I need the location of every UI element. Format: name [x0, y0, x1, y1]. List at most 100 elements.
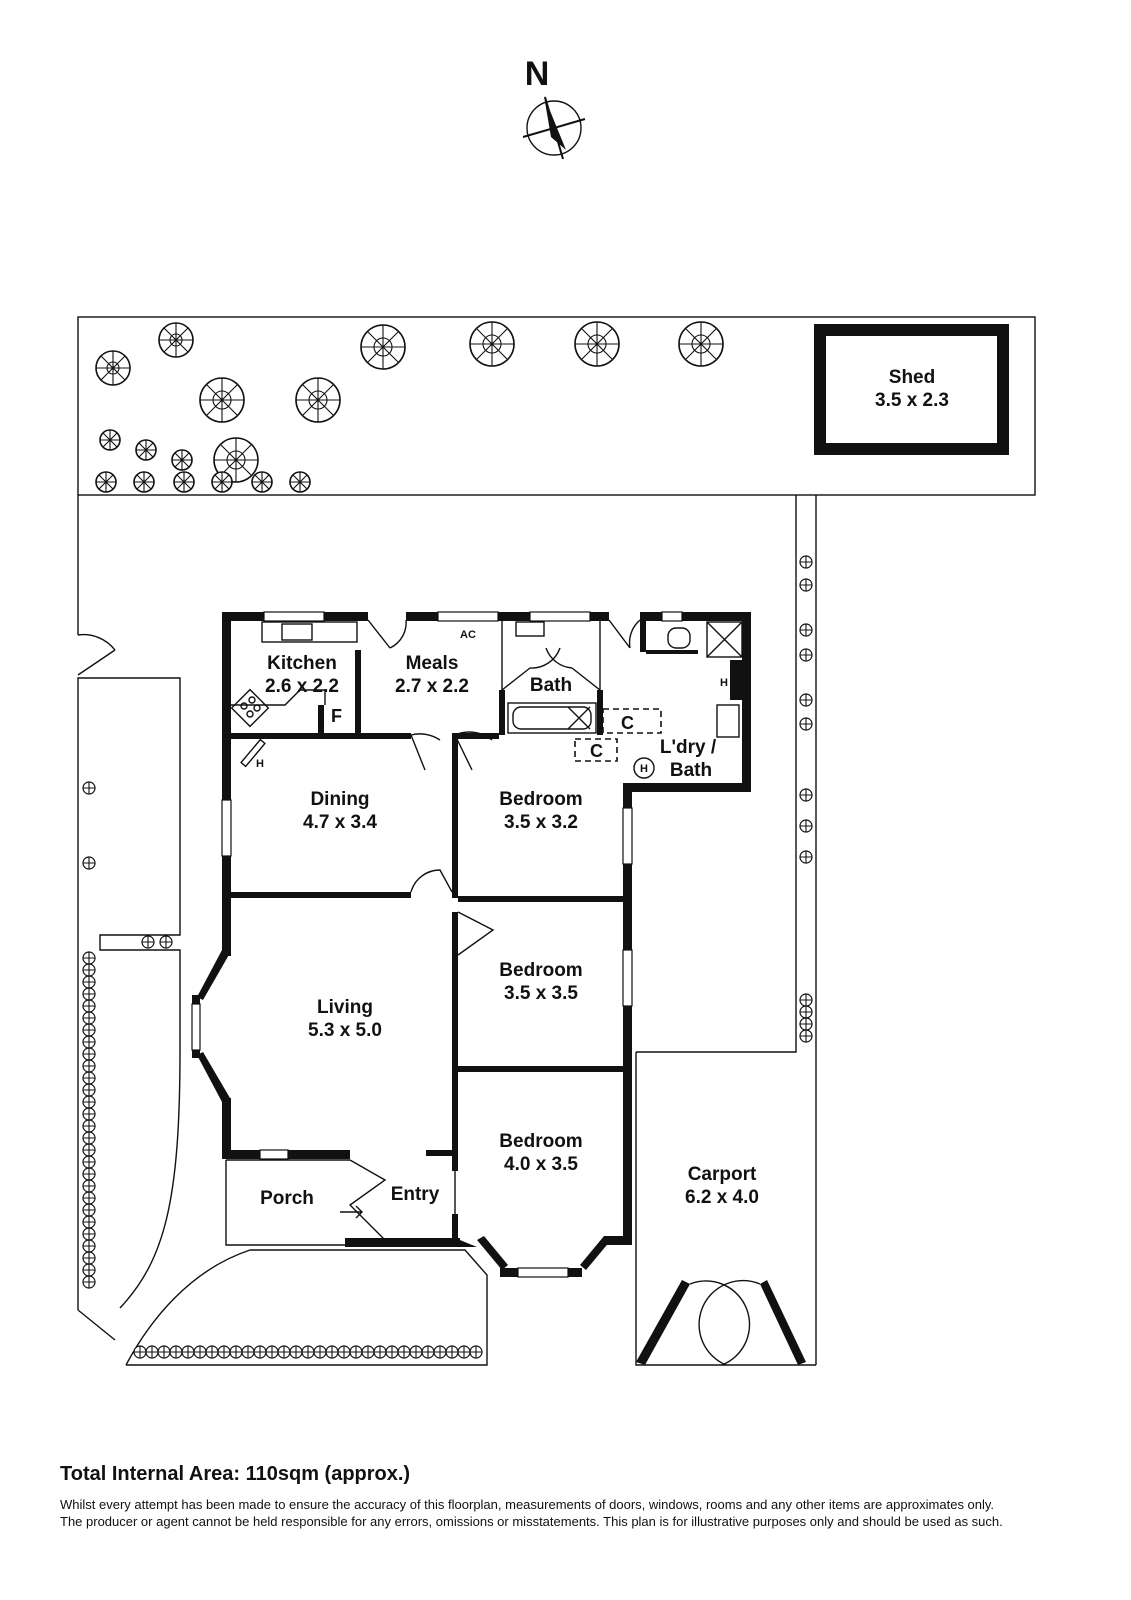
hedge-shrub	[313, 1345, 327, 1359]
compass-needle-icon	[544, 96, 566, 150]
hedge-shrub	[82, 1251, 96, 1265]
bedroom-3-name: Bedroom	[499, 1131, 582, 1152]
kitchen-name: Kitchen	[267, 653, 337, 674]
dining-name: Dining	[310, 789, 369, 810]
laundry-name-line1: L'dry /	[660, 737, 717, 758]
front-hedge	[133, 1345, 483, 1359]
shrubs	[82, 555, 813, 1043]
hedge-shrub	[82, 1095, 96, 1109]
hot-water-label: H	[640, 763, 648, 775]
bedroom-2-dims: 3.5 x 3.5	[504, 983, 578, 1004]
hedge-shrub	[82, 1035, 96, 1049]
laundry-trough-icon	[716, 704, 740, 738]
kitchen-bench	[261, 621, 358, 643]
entry-name: Entry	[391, 1184, 440, 1205]
fixtures: H F AC C C H H	[230, 621, 743, 779]
hedge-shrub	[82, 1071, 96, 1085]
north-label: N	[525, 55, 550, 93]
bedroom-2-name: Bedroom	[499, 960, 582, 981]
hedge-shrub	[421, 1345, 435, 1359]
bedroom-3-dims: 4.0 x 3.5	[504, 1154, 578, 1175]
floor-plan: N Shed 3.5 x 2.3	[77, 55, 1036, 1366]
hedge-shrub	[82, 987, 96, 1001]
hedge-shrub	[217, 1345, 231, 1359]
living-dims: 5.3 x 5.0	[308, 1020, 382, 1041]
hedge-shrub	[397, 1345, 411, 1359]
disclaimer-line-2: The producer or agent cannot be held res…	[60, 1514, 1003, 1529]
hedge-shrub	[385, 1345, 399, 1359]
left-hedge	[82, 951, 96, 1289]
meals-dims: 2.7 x 2.2	[395, 676, 469, 697]
hedge-shrub	[277, 1345, 291, 1359]
hedge-shrub	[325, 1345, 339, 1359]
hedge-shrub	[253, 1345, 267, 1359]
hedge-shrub	[301, 1345, 315, 1359]
hedge-shrub	[457, 1345, 471, 1359]
hedge-shrub	[82, 1131, 96, 1145]
hedge-shrub	[82, 975, 96, 989]
bath-cupboard	[602, 708, 662, 734]
hedge-shrub	[433, 1345, 447, 1359]
porch-name: Porch	[260, 1188, 314, 1209]
heater-icon	[240, 738, 266, 768]
hedge-shrub	[361, 1345, 375, 1359]
shed-name: Shed	[889, 367, 935, 388]
hedge-shrub	[82, 1167, 96, 1181]
hedge-shrub	[169, 1345, 183, 1359]
hedge-shrub	[337, 1345, 351, 1359]
hedge-shrub	[82, 1023, 96, 1037]
hedge-shrub	[82, 1143, 96, 1157]
hedge-shrub	[82, 1239, 96, 1253]
hedge-shrub	[82, 1227, 96, 1241]
hedge-shrub	[82, 951, 96, 965]
compass: N	[522, 55, 586, 160]
windows	[191, 611, 683, 1278]
bedroom-1-dims: 3.5 x 3.2	[504, 812, 578, 833]
hedge-shrub	[265, 1345, 279, 1359]
carport-dims: 6.2 x 4.0	[685, 1187, 759, 1208]
hedge-shrub	[289, 1345, 303, 1359]
shed-dims: 3.5 x 2.3	[875, 390, 949, 411]
compass-circle	[526, 100, 582, 156]
bedroom-1-name: Bedroom	[499, 789, 582, 810]
disclaimer: Whilst every attempt has been made to en…	[60, 1496, 1100, 1530]
hedge-shrub	[145, 1345, 159, 1359]
bathtub-icon	[507, 702, 597, 734]
cooktop-icon	[230, 688, 270, 728]
meals-name: Meals	[406, 653, 459, 674]
bath-cupboard-label: C	[621, 713, 634, 733]
hedge-shrub	[82, 1059, 96, 1073]
hedge-shrub	[157, 1345, 171, 1359]
kitchen-sink-icon	[281, 623, 313, 641]
hedge-shrub	[82, 1119, 96, 1133]
hedge-shrub	[82, 1215, 96, 1229]
hedge-shrub	[82, 1275, 96, 1289]
hedge-shrub	[82, 1263, 96, 1277]
heater-kitchen-label: H	[256, 758, 264, 770]
hedge-shrub	[349, 1345, 363, 1359]
trees	[95, 321, 724, 493]
hedge-shrub	[373, 1345, 387, 1359]
shower-icon	[706, 621, 743, 658]
hedge-shrub	[82, 999, 96, 1013]
disclaimer-line-1: Whilst every attempt has been made to en…	[60, 1497, 995, 1512]
room-labels: Kitchen 2.6 x 2.2 Meals 2.7 x 2.2 Bath L…	[260, 653, 759, 1209]
hedge-shrub	[82, 1107, 96, 1121]
total-area: Total Internal Area: 110sqm (approx.)	[60, 1463, 411, 1485]
bath-name: Bath	[530, 675, 572, 696]
dining-dims: 4.7 x 3.4	[303, 812, 377, 833]
hedge-shrub	[82, 1047, 96, 1061]
hedge-shrub	[82, 963, 96, 977]
hedge-shrub	[469, 1345, 483, 1359]
doors	[340, 619, 806, 1366]
hedge-shrub	[181, 1345, 195, 1359]
toilet-icon	[667, 627, 691, 649]
hedge-shrub	[82, 1203, 96, 1217]
hedge-shrub	[193, 1345, 207, 1359]
hedge-shrub	[133, 1345, 147, 1359]
laundry-name-line2: Bath	[670, 760, 712, 781]
laundry-cupboard	[574, 738, 618, 762]
hedge-shrub	[205, 1345, 219, 1359]
hedge-shrub	[229, 1345, 243, 1359]
fridge-label: F	[331, 706, 342, 726]
